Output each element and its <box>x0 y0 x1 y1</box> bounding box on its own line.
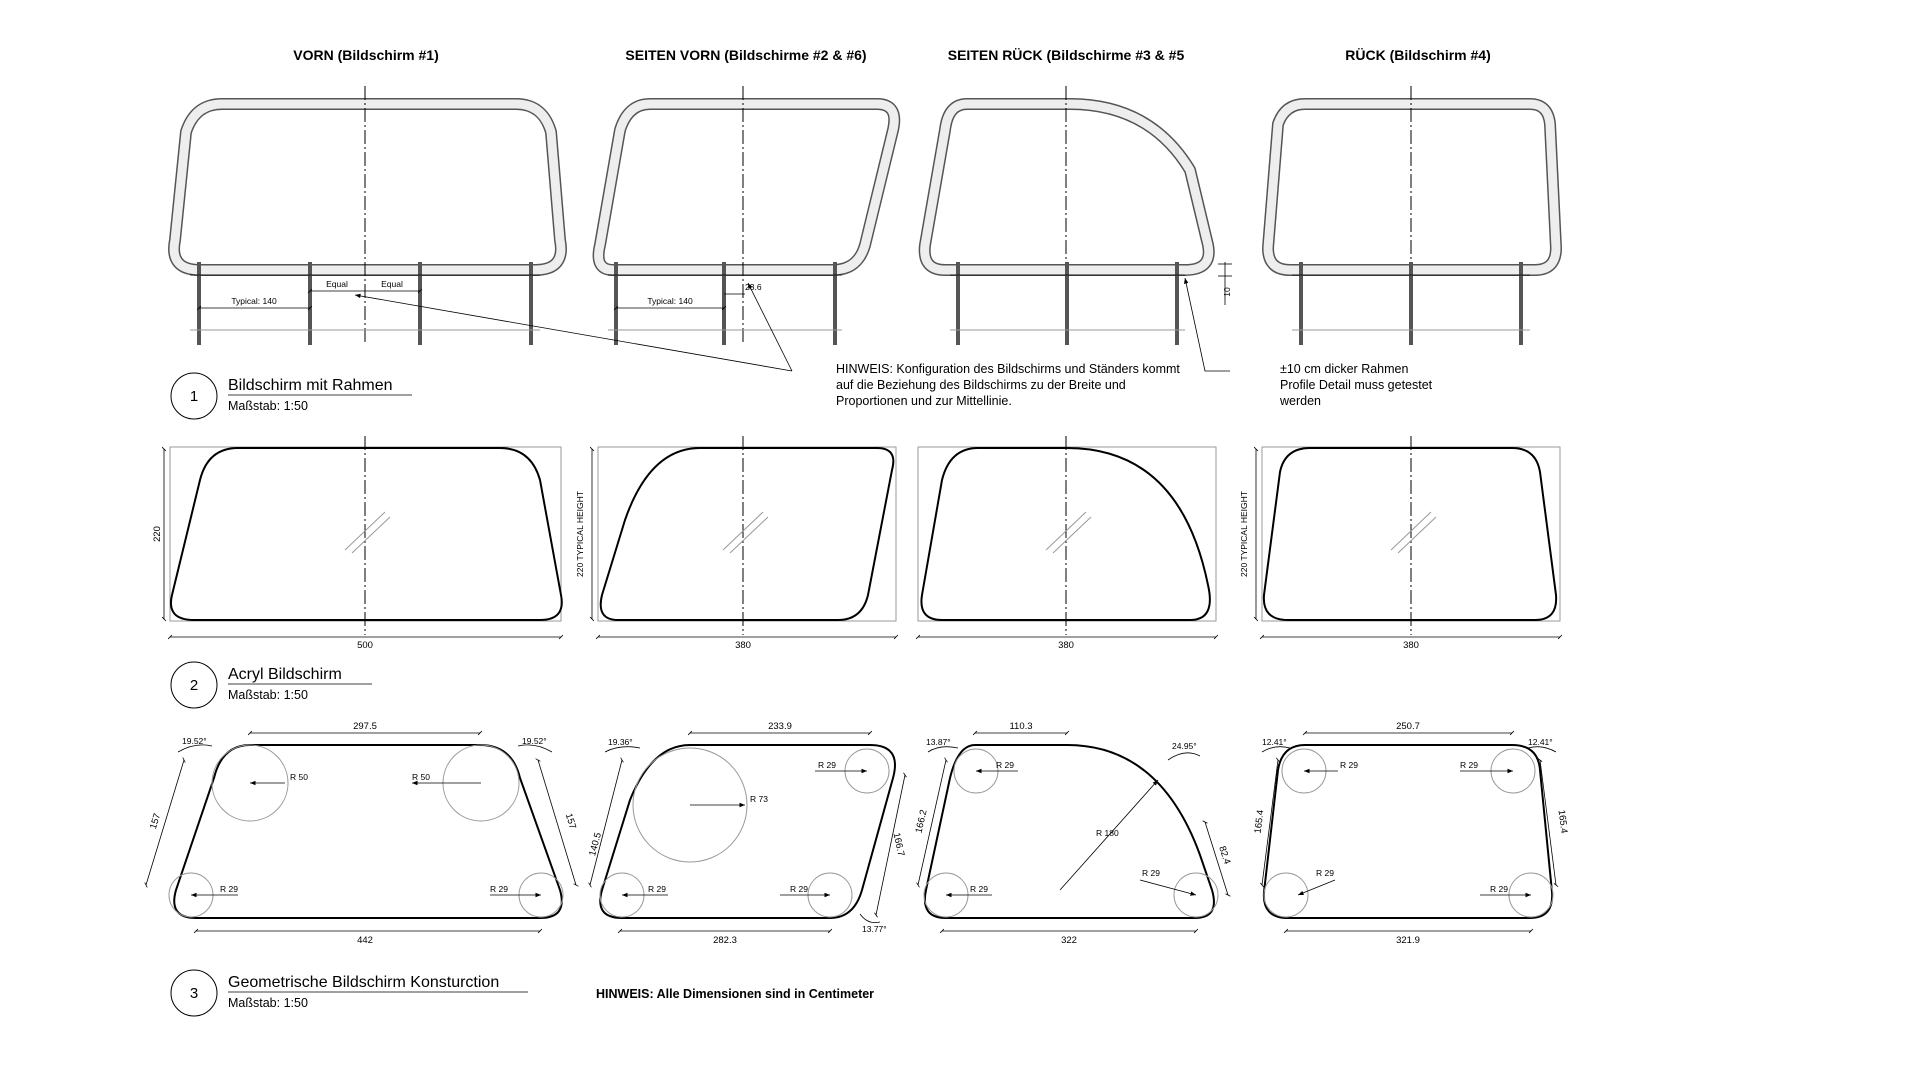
framed-screen-side-back: 10 <box>918 86 1232 345</box>
section-number: 3 <box>190 985 198 1002</box>
dim-gap: 23.6 <box>745 282 762 292</box>
dim-side-right-front: 157 <box>563 812 578 830</box>
angle-right-side-back: 24.95° <box>1172 741 1197 751</box>
radius-top-right-back: R 29 <box>1460 760 1478 770</box>
dim-side-left-side-front: 140.5 <box>587 831 604 857</box>
construction-side-back: R 29 R 180 R 29 R 29 110.3 322 166.2 82.… <box>914 721 1233 946</box>
radius-bottom-left: R 29 <box>220 884 238 894</box>
radius-top-right: R 50 <box>412 772 430 782</box>
framed-screen-back <box>1262 86 1562 345</box>
radius-bottom-right-side-front: R 29 <box>790 884 808 894</box>
note-frame-line2: Profile Detail muss getestet <box>1280 378 1433 392</box>
row1-framed-screens: Typical: 140 Equal Equal Typical: 140 23… <box>168 86 1562 372</box>
dim-bottom-side-back: 322 <box>1061 935 1077 946</box>
dim-equal-right: Equal <box>381 279 403 289</box>
dim-height-side-front: 220 TYPICAL HEIGHT <box>575 491 585 577</box>
dim-side-left-front: 157 <box>148 812 163 830</box>
dim-side-right-back: 165.4 <box>1556 809 1570 834</box>
dim-frame-thickness: 10 <box>1222 287 1232 297</box>
section-scale: Maßstab: 1:50 <box>228 996 308 1010</box>
radius-top-right-side-front: R 29 <box>818 760 836 770</box>
row2-acrylic-screens: 220 500 220 TYPICAL HEIGHT 380 380 <box>152 436 1563 651</box>
dim-width-front: 500 <box>357 640 373 651</box>
note-config-line2: auf die Beziehung des Bildschirms zu der… <box>836 378 1126 392</box>
radius-big-side-back: R 180 <box>1096 828 1119 838</box>
note-units: HINWEIS: Alle Dimensionen sind in Centim… <box>596 987 874 1001</box>
angle-left-front: 19.52° <box>182 736 207 746</box>
radius-bottom-right-back: R 29 <box>1490 884 1508 894</box>
radius-bottom-left-side-front: R 29 <box>648 884 666 894</box>
angle-right-front: 19.52° <box>522 736 547 746</box>
radius-bottom-right-side-back: R 29 <box>1142 868 1160 878</box>
dim-top-side-front: 233.9 <box>768 721 792 732</box>
radius-top-left-back: R 29 <box>1340 760 1358 770</box>
dim-side-right-side-front: 166.7 <box>891 832 907 858</box>
column-title-front: VORN (Bildschirm #1) <box>293 47 438 63</box>
section-scale: Maßstab: 1:50 <box>228 399 308 413</box>
dim-typical-front: Typical: 140 <box>231 296 277 306</box>
section-title: Geometrische Bildschirm Konsturction <box>228 974 499 991</box>
dim-top-side-back: 110.3 <box>1009 721 1032 732</box>
section-label-1: 1 Bildschirm mit Rahmen Maßstab: 1:50 <box>170 372 412 420</box>
section-label-2: 2 Acryl Bildschirm Maßstab: 1:50 <box>170 661 372 709</box>
angle-left-side-back: 13.87° <box>926 737 951 747</box>
dim-width-side-back: 380 <box>1058 640 1074 651</box>
dim-height-front: 220 <box>152 526 163 542</box>
dim-height-back: 220 TYPICAL HEIGHT <box>1239 491 1249 577</box>
dim-bottom-front: 442 <box>357 935 373 946</box>
acrylic-screen-side-back: 380 <box>915 436 1219 651</box>
note-frame-line1: ±10 cm dicker Rahmen <box>1280 362 1408 376</box>
acrylic-screen-front: 220 500 <box>152 436 564 651</box>
radius-bottom-left-side-back: R 29 <box>970 884 988 894</box>
acrylic-screen-back: 220 TYPICAL HEIGHT 380 <box>1239 436 1563 651</box>
column-title-side-back: SEITEN RÜCK (Bildschirme #3 & #5 <box>948 47 1185 63</box>
angle-left-back: 12.41° <box>1262 737 1287 747</box>
radius-bottom-right: R 29 <box>490 884 508 894</box>
radius-top-left-side-back: R 29 <box>996 760 1014 770</box>
dim-side-left-side-back: 166.2 <box>914 809 930 835</box>
angle-right-side-front: 13.77° <box>862 924 887 934</box>
framed-screen-side-front: Typical: 140 23.6 <box>592 86 901 345</box>
radius-big-side-front: R 73 <box>750 794 768 804</box>
acrylic-screen-side-front: 220 TYPICAL HEIGHT 380 <box>575 436 899 651</box>
column-title-back: RÜCK (Bildschirm #4) <box>1345 47 1490 63</box>
row3-geometric-construction: R 50 R 50 R 29 R 29 297.5 442 157 157 19… <box>144 721 1570 946</box>
column-title-side-front: SEITEN VORN (Bildschirme #2 & #6) <box>625 47 866 63</box>
note-frame-line3: werden <box>1279 394 1321 408</box>
radius-bottom-left-back: R 29 <box>1316 868 1334 878</box>
section-number: 2 <box>190 677 198 694</box>
dim-side-left-back: 165.4 <box>1253 809 1267 834</box>
note-config-line1: HINWEIS: Konfiguration des Bildschirms u… <box>836 362 1180 376</box>
section-number: 1 <box>190 388 198 405</box>
note-config-line3: Proportionen und zur Mittellinie. <box>836 394 1012 408</box>
dim-side-right-side-back: 82.4 <box>1216 845 1232 866</box>
section-scale: Maßstab: 1:50 <box>228 688 308 702</box>
dim-top-back: 250.7 <box>1396 721 1420 732</box>
section-title: Acryl Bildschirm <box>228 666 342 683</box>
dim-width-back: 380 <box>1403 640 1419 651</box>
section-title: Bildschirm mit Rahmen <box>228 377 392 394</box>
section-label-3: 3 Geometrische Bildschirm Konsturction M… <box>170 969 528 1017</box>
construction-front: R 50 R 50 R 29 R 29 297.5 442 157 157 19… <box>144 721 579 946</box>
angle-left-side-front: 19.36° <box>608 737 633 747</box>
framed-screen-front: Typical: 140 Equal Equal <box>168 86 567 345</box>
construction-back: R 29 R 29 R 29 R 29 250.7 321.9 165.4 16… <box>1253 721 1570 946</box>
dim-top-front: 297.5 <box>353 721 377 732</box>
dim-width-side-front: 380 <box>735 640 751 651</box>
construction-side-front: R 73 R 29 R 29 R 29 233.9 282.3 140.5 16… <box>587 721 907 946</box>
dim-bottom-side-front: 282.3 <box>713 935 737 946</box>
dim-bottom-back: 321.9 <box>1396 935 1420 946</box>
dim-equal-left: Equal <box>326 279 348 289</box>
angle-right-back: 12.41° <box>1528 737 1553 747</box>
radius-top-left: R 50 <box>290 772 308 782</box>
dim-typical-side-front: Typical: 140 <box>647 296 693 306</box>
